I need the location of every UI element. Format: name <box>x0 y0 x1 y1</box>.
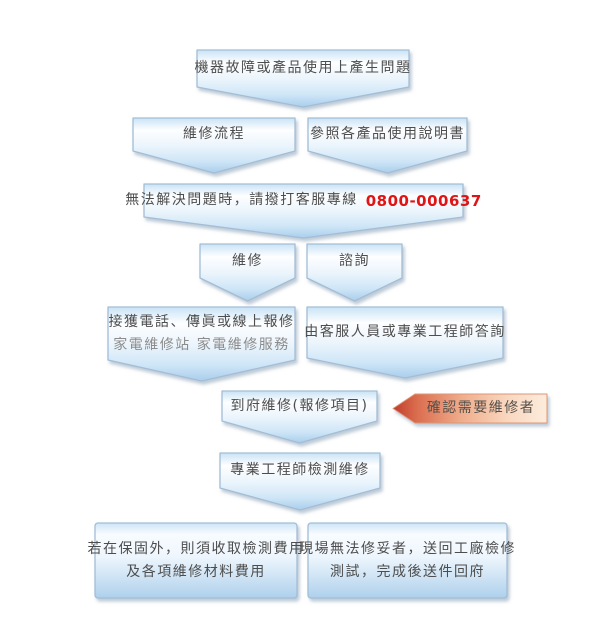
node-hotline-shape <box>143 183 464 239</box>
confirm-arrow-shape <box>392 393 548 424</box>
node-manual-shape <box>307 117 468 174</box>
node-factory-shape <box>307 522 508 599</box>
node-problem-shape <box>196 49 410 108</box>
node-repair-shape <box>199 243 296 302</box>
node-engineer-shape <box>219 452 381 511</box>
node-receive-shape <box>107 306 296 382</box>
node-answer-shape <box>306 306 504 379</box>
node-consult-shape <box>306 243 403 302</box>
node-onsite-shape <box>221 390 378 444</box>
node-fee-shape <box>94 522 298 599</box>
node-repair-process-shape <box>132 117 296 174</box>
